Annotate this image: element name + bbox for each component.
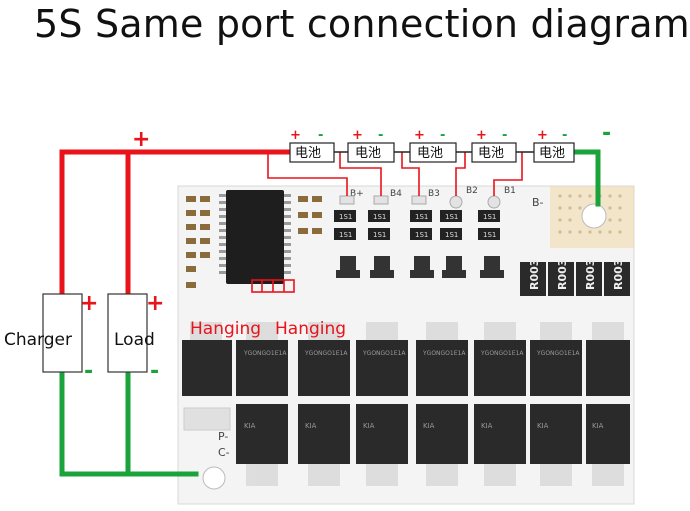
cell-label: 电池	[355, 146, 381, 161]
battery-cell-1	[289, 142, 335, 163]
resistor-marking: 1S1	[339, 213, 352, 221]
mosfet-marking: YGONGO1E1A	[480, 350, 524, 357]
mosfet-marking: YGONGO1E1A	[422, 350, 466, 357]
wiring-diagram: 1S1 1S1 1S1 1S1 1S1 1S1 1S1 1S1 1S1 1S1	[4, 121, 635, 505]
resistor-marking: 1S1	[483, 213, 496, 221]
resistor-marking: 1S1	[483, 231, 496, 239]
pad-label-c-minus: C-	[218, 446, 230, 459]
resistor-marking: 1S1	[373, 231, 386, 239]
cell-plus-sign: +	[352, 128, 363, 143]
charger-plus-sign: +	[80, 291, 98, 316]
cell-label: 电池	[417, 146, 443, 161]
mosfet-marking: KIA	[423, 422, 435, 430]
mosfet-row-top	[182, 340, 630, 396]
mosfet-marking: YGONGO1E1A	[536, 350, 580, 357]
cell-minus-sign: -	[440, 128, 445, 143]
negative-wiring	[59, 149, 601, 477]
load-plus-sign: +	[146, 291, 164, 316]
mosfet-marking: KIA	[363, 422, 375, 430]
cell-label: 电池	[478, 146, 504, 161]
cell-minus-sign: -	[562, 128, 567, 143]
battery-cell-2	[347, 142, 395, 163]
resistor-marking: 1S1	[415, 213, 428, 221]
cell-minus-sign: -	[502, 128, 507, 143]
cell-minus-sign: -	[378, 128, 383, 143]
hanging-label: Hanging	[190, 319, 261, 339]
charger-minus-sign: -	[84, 359, 93, 384]
balance-resistor-row	[334, 210, 500, 240]
mosfet-marking: KIA	[244, 422, 256, 430]
resistor-marking: 1S1	[445, 231, 458, 239]
mosfet-marking: YGONGO1E1A	[243, 350, 287, 357]
hanging-label: Hanging	[275, 319, 346, 339]
battery-cell-3	[409, 142, 457, 163]
shunt-label: R003	[556, 259, 569, 290]
c-minus-hole	[202, 466, 226, 490]
mosfet-marking: KIA	[592, 422, 604, 430]
bms-board: 1S1 1S1 1S1 1S1 1S1 1S1 1S1 1S1 1S1 1S1	[177, 185, 635, 505]
load-label: Load	[114, 330, 155, 350]
diagram-title: 5S Same port connection diagram	[34, 2, 690, 46]
shunt-resistors	[520, 262, 630, 296]
shunt-label: R003	[612, 259, 625, 290]
battery-cell-chain: 电池 电池 电池 电池 电池 + + + + + - - - - -	[289, 128, 575, 163]
diagram-canvas: 5S Same port connection diagram	[4, 2, 690, 505]
battery-cell-4	[471, 142, 517, 163]
cell-minus-sign: -	[318, 128, 323, 143]
mosfet-marking: YGONGO1E1A	[362, 350, 406, 357]
pad-label-b3: B3	[428, 189, 440, 199]
resistor-marking: 1S1	[339, 231, 352, 239]
bms-ic-chip	[226, 190, 284, 284]
b-minus-hole	[581, 203, 607, 229]
positive-wiring	[59, 149, 293, 297]
shunt-label: R003	[528, 259, 541, 290]
pad-label-b2: B2	[466, 186, 478, 196]
pad-label-p-minus: P-	[218, 430, 228, 443]
mosfet-marking: KIA	[305, 422, 317, 430]
pad-label-b-plus: B+	[350, 189, 364, 199]
mosfet-marking: KIA	[537, 422, 549, 430]
cell-plus-sign: +	[476, 128, 487, 143]
charger-block: Charger + -	[4, 291, 98, 384]
cell-plus-sign: +	[290, 128, 301, 143]
charger-label: Charger	[4, 330, 72, 350]
load-minus-sign: -	[150, 359, 159, 384]
balance-sense-wires	[251, 152, 523, 293]
resistor-marking: 1S1	[445, 213, 458, 221]
pad-label-b4: B4	[390, 189, 402, 199]
mosfet-marking: KIA	[481, 422, 493, 430]
cell-plus-sign: +	[414, 128, 425, 143]
resistor-marking: 1S1	[373, 213, 386, 221]
cell-label: 电池	[539, 146, 565, 161]
load-block: Load + -	[107, 291, 164, 384]
cell-label: 电池	[295, 146, 321, 161]
pad-label-b1: B1	[504, 186, 516, 196]
resistor-marking: 1S1	[415, 231, 428, 239]
mosfet-marking: YGONGO1E1A	[304, 350, 348, 357]
main-negative-marker: -	[602, 121, 611, 146]
main-positive-marker: +	[132, 127, 150, 152]
mosfet-row-bottom	[236, 404, 630, 464]
shunt-label: R003	[584, 259, 597, 290]
cell-plus-sign: +	[537, 128, 548, 143]
pad-label-b-minus: B-	[532, 196, 544, 209]
battery-cell-5	[533, 142, 575, 163]
